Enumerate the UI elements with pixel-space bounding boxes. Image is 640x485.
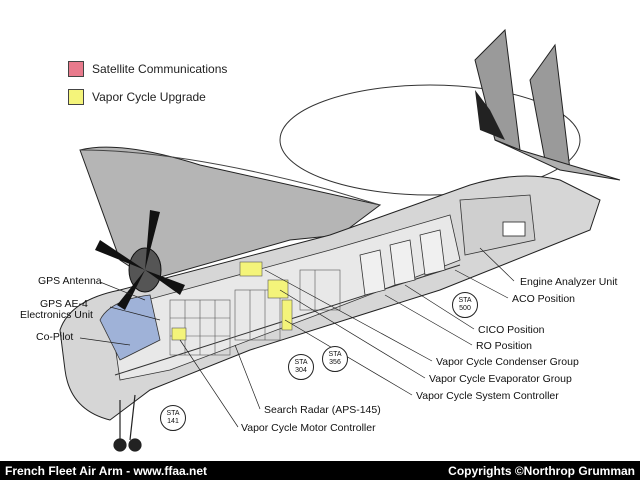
label-vc-motor-controller: Vapor Cycle Motor Controller — [241, 422, 376, 434]
label-search-radar: Search Radar (APS-145) — [264, 404, 381, 416]
tail-assembly — [474, 28, 621, 181]
station-number: 304 — [295, 367, 307, 374]
label-vc-condenser: Vapor Cycle Condenser Group — [436, 356, 579, 368]
label-cico-position: CICO Position — [478, 324, 545, 336]
label-vc-system-controller: Vapor Cycle System Controller — [416, 390, 559, 402]
footer-bar: French Fleet Air Arm - www.ffaa.net Copy… — [0, 461, 640, 480]
label-ro-position: RO Position — [476, 340, 533, 352]
footer-source: French Fleet Air Arm - www.ffaa.net — [5, 463, 208, 478]
legend-label-satcom: Satellite Communications — [92, 62, 228, 76]
label-co-pilot: Co-Pilot — [36, 331, 74, 343]
nose-landing-gear — [113, 394, 142, 452]
station-number: 500 — [459, 305, 471, 312]
legend-label-vapor: Vapor Cycle Upgrade — [92, 90, 206, 104]
wing — [79, 146, 382, 281]
legend-satellite-communications: Satellite Communications — [68, 61, 227, 77]
vapor-cycle-components — [171, 261, 293, 341]
label-aco-position: ACO Position — [512, 293, 576, 305]
station-prefix: STA — [166, 410, 180, 417]
station-marker-141: STA 141 — [160, 405, 186, 431]
footer-copyright: Copyrights ©Northrop Grumman — [448, 463, 635, 478]
legend-vapor-cycle-upgrade: Vapor Cycle Upgrade — [68, 89, 206, 105]
label-gps-antenna: GPS Antenna — [38, 275, 102, 287]
station-prefix: STA — [294, 359, 308, 366]
vapor-cycle-swatch — [68, 89, 84, 105]
satellite-communications-swatch — [68, 61, 84, 77]
propeller — [95, 210, 185, 310]
label-engine-analyzer: Engine Analyzer Unit — [520, 276, 618, 288]
station-number: 141 — [167, 418, 179, 425]
label-gps-ae4-line2: Electronics Unit — [20, 309, 93, 321]
station-prefix: STA — [328, 351, 342, 358]
station-marker-304: STA 304 — [288, 354, 314, 380]
station-marker-500: STA 500 — [452, 292, 478, 318]
label-vc-evaporator: Vapor Cycle Evaporator Group — [429, 373, 572, 385]
operator-seats — [359, 229, 446, 296]
station-prefix: STA — [458, 297, 472, 304]
station-number: 356 — [329, 359, 341, 366]
leader-lines — [79, 247, 515, 428]
station-marker-356: STA 356 — [322, 346, 348, 372]
label-gps-ae4-line1: GPS AE-4 — [40, 298, 88, 310]
